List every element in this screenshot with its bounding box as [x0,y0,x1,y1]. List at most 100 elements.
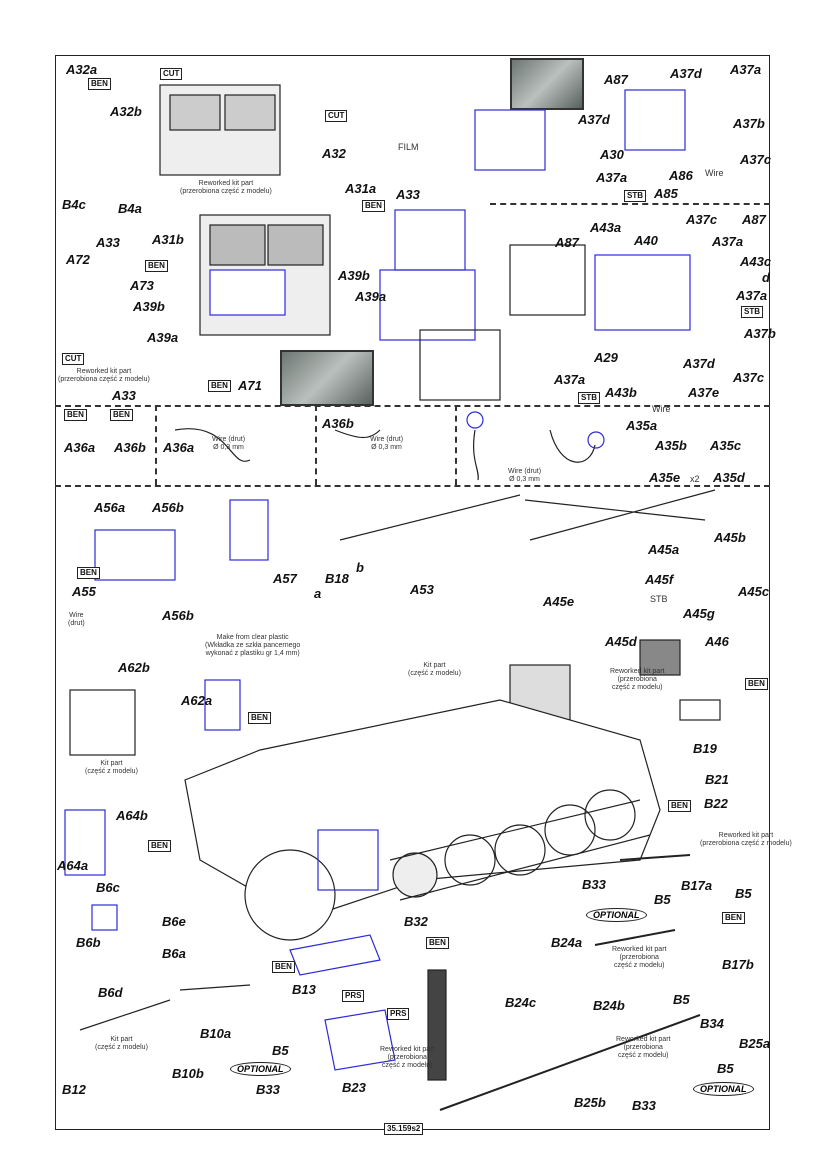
part-label: B5 [717,1061,734,1076]
part-label: A37c [733,370,765,385]
part-label: A33 [112,388,136,403]
part-label: a [314,586,322,601]
tag-box: BEN [248,712,271,724]
part-label: B6c [96,880,120,895]
part-label: A55 [72,584,96,599]
tag-box: BEN [426,937,449,949]
part-label: B18 [325,571,349,586]
note-text: Make from clear plastic (Wkładka ze szkł… [205,634,301,657]
part-label: A71 [238,378,262,393]
optional-badge: OPTIONAL [693,1082,754,1096]
tag-box: BEN [272,961,295,973]
part-label: A45a [648,542,680,557]
part-label: A62a [181,693,213,708]
tag-box: PRS [342,990,365,1002]
part-label: A87 [604,72,628,87]
part-label: A37a [736,288,768,303]
part-label: A43c [740,254,772,269]
tag-box: BEN [722,912,745,924]
part-label: A35a [626,418,658,433]
tag-box: BEN [668,800,691,812]
optional-badge: OPTIONAL [586,908,647,922]
part-label: B22 [704,796,728,811]
part-label: B23 [342,1080,366,1095]
part-label: B25b [574,1095,606,1110]
reference-photo [510,58,584,110]
part-label: B17b [722,957,754,972]
part-label: A86 [669,168,693,183]
note-text: Reworked kit part (przerobiona część z m… [180,180,272,195]
part-label: B6e [162,914,186,929]
tag-box: BEN [77,567,100,579]
note-text: Kit part (część z modelu) [85,760,138,775]
part-label: B17a [681,878,713,893]
part-label: A56a [94,500,126,515]
note-text: Wire [652,404,671,414]
part-label: B10a [200,1026,232,1041]
part-label: B12 [62,1082,86,1097]
optional-badge: OPTIONAL [230,1062,291,1076]
part-label: A37a [712,234,744,249]
tag-box: BEN [148,840,171,852]
tag-box: STB [741,306,763,318]
part-label: A37b [733,116,765,131]
part-label: A37e [688,385,720,400]
part-label: A37a [554,372,586,387]
part-label: B6b [76,935,101,950]
part-label: A72 [66,252,90,267]
part-label: A43a [590,220,622,235]
part-label: B5 [673,992,690,1007]
part-label: A43b [605,385,637,400]
part-label: A37b [744,326,776,341]
note-text: Reworked kit part (przerobiona część z m… [610,668,665,691]
part-label: B24b [593,998,625,1013]
part-label: A37a [596,170,628,185]
note-text: Wire (drut) Ø 0,3 mm [370,436,404,451]
tag-box: BEN [64,409,87,421]
tag-box: BEN [145,260,168,272]
note-text: Wire (drut) [68,612,85,627]
part-label: A37d [683,356,715,371]
part-label: b [356,560,364,575]
part-label: B19 [693,741,717,756]
part-label: A32b [110,104,142,119]
part-label: B6a [162,946,186,961]
part-label: A37a [730,62,762,77]
part-label: A57 [273,571,297,586]
part-label: A36a [163,440,195,455]
part-label: d [762,270,770,285]
part-label: B24a [551,935,583,950]
part-label: A37c [740,152,772,167]
part-label: B10b [172,1066,204,1081]
note-text: Reworked kit part (przerobiona część z m… [58,368,150,383]
tag-box: CUT [325,110,348,122]
part-label: B33 [256,1082,280,1097]
tag-box: BEN [208,380,231,392]
part-label: B25a [739,1036,771,1051]
note-text: Reworked kit part (przerobiona część z m… [380,1046,435,1069]
section-divider [155,405,157,485]
part-label: A39b [338,268,370,283]
note-text: FILM [398,142,419,152]
note-text: Reworked kit part (przerobiona część z m… [612,946,667,969]
part-label: B13 [292,982,316,997]
part-label: A32 [322,146,346,161]
tag-box: BEN [110,409,133,421]
part-label: A53 [410,582,434,597]
part-label: A36b [114,440,146,455]
note-text: Wire (drut) Ø 0,3 mm [212,436,246,451]
part-label: A45b [714,530,746,545]
tag-box: BEN [745,678,768,690]
part-label: B21 [705,772,729,787]
part-label: B33 [582,877,606,892]
part-label: B4c [62,197,86,212]
part-label: A36a [64,440,96,455]
note-text: STB [650,594,668,604]
section-divider [55,485,770,487]
tag-box: BEN [88,78,111,90]
part-label: A37c [686,212,718,227]
part-label: A85 [654,186,678,201]
part-label: A45g [683,606,715,621]
part-label: A33 [396,187,420,202]
